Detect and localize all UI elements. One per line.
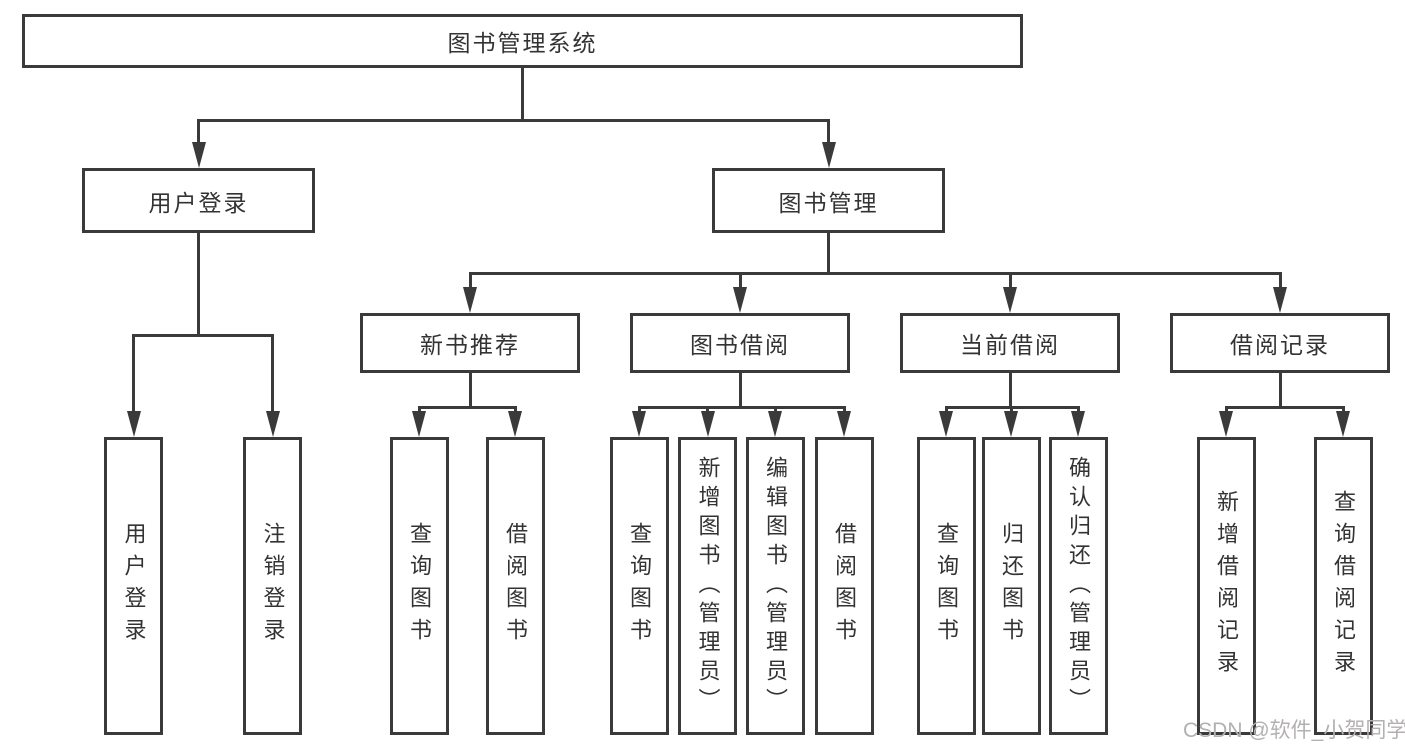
connector-drop-new-book <box>468 273 472 295</box>
connector-book-mgmt-bar <box>468 271 1282 275</box>
node-book-borrow: 图书借阅 <box>630 313 850 373</box>
node-current-borrow: 当前借阅 <box>900 313 1120 373</box>
leaf-nb-borrow-books: 借阅图书 <box>485 437 545 735</box>
arrow-to-book-mgmt <box>821 142 836 168</box>
arrow-to-new-book <box>463 287 477 313</box>
connector-drop-login <box>132 335 135 415</box>
leaf-cb-return-books: 归还图书 <box>981 437 1041 735</box>
leaf-br-add-record-label: 新增借阅记录 <box>1214 490 1239 682</box>
connector-user-login-stem <box>197 233 200 337</box>
connector-drop-user-login <box>197 120 200 150</box>
connector-current-borrow-stem <box>1008 373 1012 409</box>
arrow-to-current-borrow <box>1003 287 1017 313</box>
connector-book-borrow-stem <box>738 373 742 409</box>
leaf-cb-query-books-label: 查询图书 <box>934 522 959 650</box>
node-user-login-label: 用户登录 <box>148 189 249 216</box>
node-user-login: 用户登录 <box>82 168 315 233</box>
leaf-bb-edit-books-admin: 编辑图书（管理员） <box>745 437 805 735</box>
leaf-bb-add-books-admin: 新增图书（管理员） <box>678 437 737 735</box>
arrow-to-cb3 <box>1071 411 1085 437</box>
leaf-cb-query-books: 查询图书 <box>916 437 976 735</box>
arrow-to-bb4 <box>837 411 851 437</box>
node-book-mgmt: 图书管理 <box>712 168 945 233</box>
leaf-user-login: 用户登录 <box>104 437 163 735</box>
leaf-br-query-record-label: 查询借阅记录 <box>1331 490 1356 682</box>
leaf-cb-return-books-label: 归还图书 <box>999 522 1024 650</box>
leaf-br-query-record: 查询借阅记录 <box>1313 437 1373 735</box>
connector-drop-book-mgmt <box>827 120 830 150</box>
connector-borrow-records-bar <box>1224 405 1345 409</box>
leaf-user-login-label: 用户登录 <box>121 522 147 650</box>
node-borrow-records-label: 借阅记录 <box>1230 332 1330 358</box>
node-new-book: 新书推荐 <box>360 313 580 373</box>
leaf-logout: 注销登录 <box>243 437 302 735</box>
leaf-nb-query-books-label: 查询图书 <box>407 522 432 650</box>
arrow-to-user-login <box>191 142 206 168</box>
leaf-br-add-record: 新增借阅记录 <box>1196 437 1256 735</box>
connector-root-stem <box>520 68 524 120</box>
leaf-logout-label: 注销登录 <box>260 522 286 650</box>
arrow-to-cb2 <box>1004 411 1018 437</box>
arrow-to-bb1 <box>632 411 646 437</box>
connector-book-mgmt-stem <box>827 233 830 275</box>
arrow-to-nb1 <box>412 411 426 437</box>
node-borrow-records: 借阅记录 <box>1170 313 1390 373</box>
arrow-to-borrow-records <box>1273 287 1287 313</box>
arrow-to-cb1 <box>939 411 953 437</box>
connector-new-book-bar <box>417 405 517 409</box>
connector-drop-logout <box>271 335 274 415</box>
leaf-cb-confirm-return-admin: 确认归还（管理员） <box>1048 437 1108 735</box>
connector-root-bar <box>197 118 830 122</box>
node-root-label: 图书管理系统 <box>447 30 598 56</box>
leaf-bb-edit-books-admin-label: 编辑图书（管理员） <box>763 455 788 717</box>
csdn-watermark: CSDN @软件_小贺同学 <box>1183 719 1405 742</box>
arrow-to-br2 <box>1336 411 1350 437</box>
node-root-system: 图书管理系统 <box>22 14 1023 68</box>
arrow-to-nb2 <box>508 411 522 437</box>
connector-user-login-bar <box>132 333 274 337</box>
connector-drop-borrow-records <box>1278 273 1282 295</box>
connector-drop-book-borrow <box>738 273 742 295</box>
connector-drop-current-borrow <box>1008 273 1012 295</box>
arrow-to-bb3 <box>768 411 782 437</box>
arrow-to-br1 <box>1219 411 1233 437</box>
arrow-to-bb2 <box>700 411 715 437</box>
leaf-bb-add-books-admin-label: 新增图书（管理员） <box>695 455 721 717</box>
arrow-to-book-borrow <box>733 287 747 313</box>
connector-new-book-stem <box>468 373 472 409</box>
leaf-cb-confirm-return-admin-label: 确认归还（管理员） <box>1066 455 1091 717</box>
connector-borrow-records-stem <box>1278 373 1282 409</box>
arrow-to-login <box>126 411 141 437</box>
leaf-bb-query-books-label: 查询图书 <box>627 522 652 650</box>
leaf-bb-query-books: 查询图书 <box>609 437 669 735</box>
leaf-nb-borrow-books-label: 借阅图书 <box>503 522 528 650</box>
leaf-nb-query-books: 查询图书 <box>389 437 449 735</box>
arrow-to-logout <box>265 411 280 437</box>
leaf-bb-borrow-books: 借阅图书 <box>814 437 874 735</box>
node-book-mgmt-label: 图书管理 <box>778 189 879 216</box>
leaf-bb-borrow-books-label: 借阅图书 <box>832 522 857 650</box>
connector-book-borrow-bar <box>637 405 846 409</box>
node-book-borrow-label: 图书借阅 <box>690 332 790 358</box>
node-current-borrow-label: 当前借阅 <box>960 332 1060 358</box>
node-new-book-label: 新书推荐 <box>420 332 520 358</box>
